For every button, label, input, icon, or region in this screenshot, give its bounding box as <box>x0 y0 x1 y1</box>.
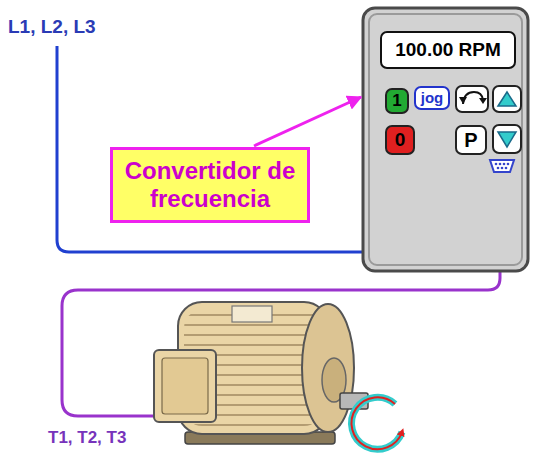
motor <box>154 302 368 444</box>
node-text: 1 <box>392 91 401 111</box>
callout-arrow <box>254 97 361 146</box>
converter-housing: 100.00 RPM 1 jog 0 P <box>363 8 528 271</box>
reverse-arrowhead <box>479 98 487 104</box>
node-text: Convertidor de frecuencia <box>121 157 299 212</box>
node-text: P <box>464 129 477 152</box>
down-triangle <box>498 132 516 147</box>
down-button <box>493 125 521 153</box>
stop-button: 0 <box>385 125 415 155</box>
serial-port <box>490 160 514 172</box>
node-text: 100.00 RPM <box>395 39 501 61</box>
display-screen: 100.00 RPM <box>380 31 516 69</box>
motor-terminal-label: T1, T2, T3 <box>48 428 126 448</box>
start-button: 1 <box>385 88 409 114</box>
program-button: P <box>455 125 487 155</box>
reverse-button <box>456 86 488 112</box>
jog-button: jog <box>414 86 450 110</box>
housing-rim <box>369 14 522 265</box>
converter-housing <box>363 8 528 271</box>
supply-label: L1, L2, L3 <box>8 16 96 38</box>
node-text: 0 <box>395 129 406 151</box>
rotation-symbol <box>352 397 402 449</box>
supply-wire <box>57 46 393 264</box>
node-text: jog <box>421 89 444 106</box>
callout-box: Convertidor de frecuencia <box>110 147 310 223</box>
serial-pins <box>495 163 510 170</box>
up-button <box>493 86 521 112</box>
up-triangle <box>498 92 516 106</box>
reverse-arrowhead <box>459 97 467 104</box>
